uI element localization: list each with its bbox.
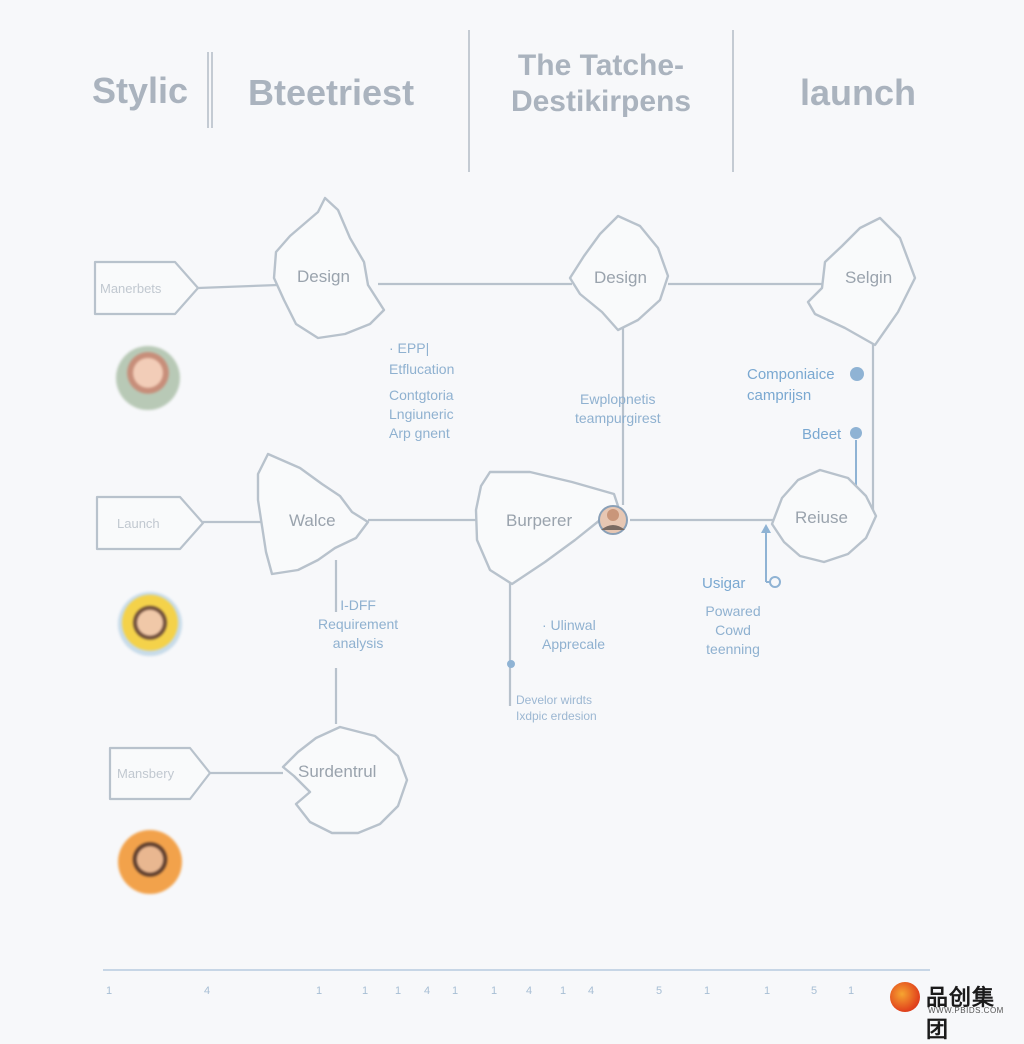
note-6-line: · Ulinwal	[542, 617, 596, 633]
node-design-2-label: Design	[594, 268, 647, 287]
node-reiuse-label: Reiuse	[795, 508, 848, 527]
note-3: Componiaice camprijsn	[747, 364, 835, 406]
header-col-3: The Tatche- Destikirpens	[496, 48, 706, 120]
timeline-tick-label: 1	[491, 985, 497, 997]
note-8: Usigar	[702, 575, 746, 592]
brand-logo-icon	[890, 982, 920, 1012]
note-7-line: Ixdpic erdesion	[516, 709, 597, 723]
note-5-line: I-DFF	[340, 597, 376, 613]
note-9: Powared Cowd teenning	[702, 602, 764, 659]
note-9-line: Cowd	[715, 622, 751, 638]
timeline-tick-label: 1	[764, 985, 770, 997]
connector-dot	[769, 576, 781, 588]
header-col-1: Stylic	[92, 70, 189, 111]
node-surdentrul	[281, 725, 409, 835]
note-1-line: Etflucation	[389, 361, 455, 377]
brand-logo-url: WWW.PBIDS.COM	[928, 1006, 1004, 1015]
timeline-tick-label: 1	[560, 985, 566, 997]
row-tag-3-label: Mansbery	[117, 766, 175, 781]
timeline-ticks: 1 4 1 1 1 4 1 1 4 1 4 5 1 1 5 1	[106, 985, 854, 997]
timeline-tick-label: 1	[848, 985, 854, 997]
timeline-tick-label: 1	[316, 985, 322, 997]
header-col-3-line2: Destikirpens	[510, 85, 692, 118]
node-walce-label: Walce	[289, 511, 336, 530]
note-3-line: Componiaice	[747, 366, 835, 383]
timeline-tick-label: 1	[395, 985, 401, 997]
row-tag-3	[108, 746, 212, 801]
note-1: · EPP| Etflucation Contgtoria Lngiuneric…	[389, 338, 454, 443]
row-tag-2	[95, 495, 205, 551]
connector	[197, 283, 279, 290]
node-walce	[256, 452, 370, 576]
note-2-line: teampurgirest	[575, 410, 661, 426]
note-2-line: Ewplopnetis	[580, 391, 656, 407]
note-1-line: Arp gnent	[389, 425, 450, 441]
connector-dot	[507, 660, 515, 668]
node-selgin	[806, 216, 917, 347]
note-6-line: Apprecale	[542, 636, 606, 652]
note-1-line: Lngiuneric	[389, 406, 454, 422]
note-3-line: camprijsn	[747, 387, 812, 404]
note-9-line: Powared	[705, 603, 761, 619]
timeline-tick-label: 5	[811, 985, 817, 997]
avatar-3	[118, 830, 182, 894]
header-col-2: Bteetriest	[248, 72, 415, 113]
connector-avatar	[598, 505, 628, 535]
note-1-line: Contgtoria	[389, 387, 454, 403]
avatar-2	[118, 592, 182, 656]
timeline-tick-label: 1	[452, 985, 458, 997]
avatar-1	[116, 346, 180, 410]
note-9-line: teenning	[706, 641, 760, 657]
note-4: Bdeet	[802, 426, 842, 443]
node-design-1-label: Design	[297, 267, 350, 286]
timeline-tick-label: 1	[362, 985, 368, 997]
timeline-tick-label: 1	[106, 985, 112, 997]
header-col-3-line1: The Tatche-	[517, 49, 685, 82]
timeline-tick-label: 4	[588, 985, 594, 997]
row-tag-1	[93, 260, 200, 316]
note-5-line: analysis	[332, 635, 384, 651]
timeline-tick-label: 4	[526, 985, 532, 997]
note-6: · Ulinwal Apprecale	[542, 616, 605, 654]
node-selgin-label: Selgin	[845, 268, 893, 287]
note-7-line: Develor wirdts	[516, 693, 593, 707]
timeline-tick-label: 4	[424, 985, 430, 997]
arrow-head	[761, 524, 771, 533]
node-design-2	[568, 214, 670, 332]
node-design-1	[272, 196, 386, 340]
timeline-tick-label: 5	[656, 985, 662, 997]
note-1-line: · EPP|	[389, 340, 430, 356]
note-5-line: Requirement	[318, 616, 399, 632]
node-reiuse	[770, 468, 878, 564]
node-surdentrul-label: Surdentrul	[298, 762, 377, 781]
timeline-tick-label: 1	[704, 985, 710, 997]
brand-logo: 品创集团 WWW.PBIDS.COM	[890, 982, 1015, 1042]
connector-dot	[850, 367, 864, 381]
timeline-tick-label: 4	[204, 985, 210, 997]
row-tag-1-label: Manerbets	[100, 281, 162, 296]
node-burperer-label: Burperer	[506, 511, 573, 530]
note-5: I-DFF Requirement analysis	[318, 596, 398, 653]
node-burperer	[474, 470, 620, 586]
note-2: Ewplopnetis teampurgirest	[575, 390, 661, 428]
note-7: Develor wirdts Ixdpic erdesion	[516, 692, 597, 724]
header-col-4: launch	[800, 72, 917, 113]
connector-dot	[850, 427, 862, 439]
row-tag-2-label: Launch	[117, 516, 160, 531]
